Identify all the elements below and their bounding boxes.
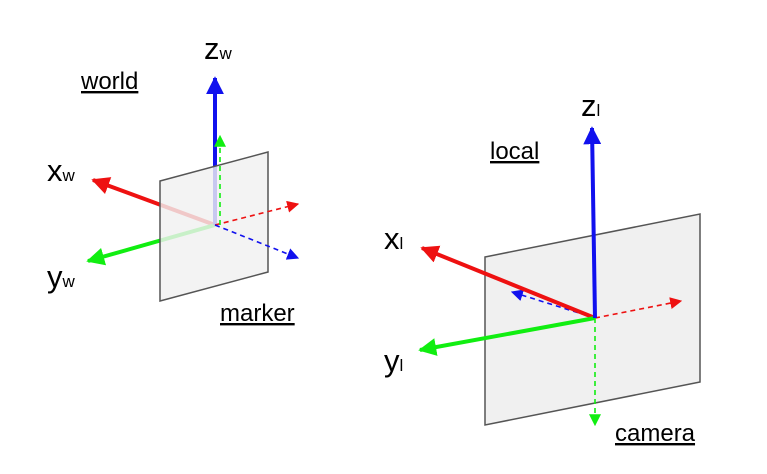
marker-z-axis-dashed [214,224,300,260]
marker-plane [159,151,269,302]
local-y-label: yl [384,343,403,378]
world-caption: world [80,68,138,95]
local-z-label: zl [581,88,600,123]
camera-x-axis-dashed [594,297,683,319]
local-caption: local [490,138,539,165]
camera-caption: camera [615,420,696,447]
local-z-axis [583,126,602,319]
local-x-label: xl [384,221,403,256]
world-frame: world marker xw yw zw [47,31,300,327]
local-y-axis [418,316,596,356]
local-frame: local camera xl yl zl [384,88,701,447]
world-z-label: zw [204,31,233,66]
world-x-label: xw [47,153,76,188]
camera-z-axis-dashed [510,289,596,319]
local-x-axis [420,245,596,320]
marker-caption: marker [220,300,295,327]
world-y-label: yw [47,259,76,294]
